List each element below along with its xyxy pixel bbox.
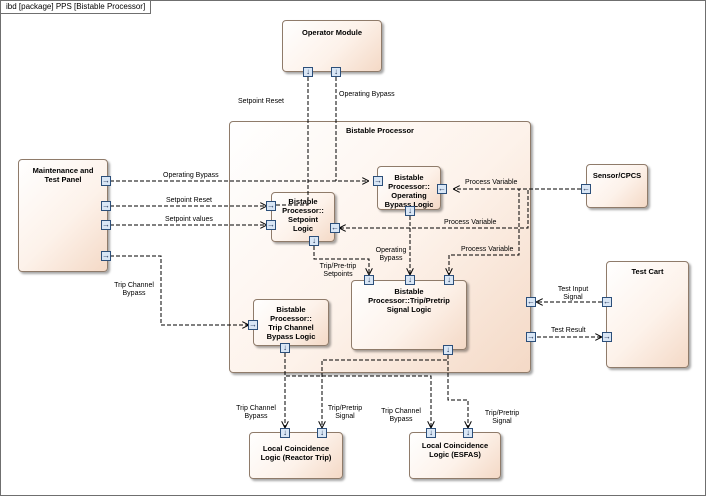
trip-channel-bypass-logic-title: Bistable Processor:: Trip Channel Bypass… <box>266 305 316 341</box>
setpoint-logic-title: Bistable Processor:: Setpoint Logic <box>282 197 324 233</box>
label-trip-channel-bypass-esfas: Trip Channel Bypass <box>381 408 421 423</box>
sensor-cpcs-title: Sensor/CPCS <box>592 171 642 180</box>
spl-port-setpoint-reset-in[interactable]: → <box>266 201 276 211</box>
label-setpoint-reset-left: Setpoint Reset <box>166 197 212 204</box>
lclrt-port-trip-channel-bypass[interactable]: ↓ <box>280 428 290 438</box>
setpoint-logic-part[interactable]: Bistable Processor:: Setpoint Logic <box>271 192 335 242</box>
label-trip-channel-bypass-left: Trip Channel Bypass <box>114 282 154 297</box>
op-operating-bypass-port[interactable]: ↓ <box>331 67 341 77</box>
label-setpoint-values: Setpoint values <box>165 216 213 223</box>
label-operating-bypass-top: Operating Bypass <box>339 91 395 98</box>
label-process-variable-2: Process Variable <box>444 219 497 226</box>
obl-port-process-variable-in[interactable]: ← <box>437 184 447 194</box>
label-operating-bypass-left: Operating Bypass <box>163 172 219 179</box>
tc-port-test-input-out[interactable]: ← <box>602 297 612 307</box>
obl-port-operating-bypass-in[interactable]: → <box>373 176 383 186</box>
lcl-reactor-trip-block[interactable]: Local Coincidence Logic (Reactor Trip) <box>249 432 343 479</box>
wire-setpoint-reset-op <box>266 77 309 206</box>
test-cart-title: Test Cart <box>631 267 664 276</box>
label-process-variable-3: Process Variable <box>461 246 514 253</box>
test-cart-block[interactable]: Test Cart <box>606 261 689 368</box>
wire-process-variable-3 <box>449 188 581 274</box>
label-operating-bypass-mid: Operating Bypass <box>375 247 407 262</box>
label-process-variable-1: Process Variable <box>465 179 518 186</box>
wire-trip-pretrip-setpoints <box>313 246 369 274</box>
tcbl-port-in[interactable]: → <box>248 320 258 330</box>
mtp-port-trip-channel-bypass[interactable]: → <box>101 251 111 261</box>
spl-port-setpoint-values-in[interactable]: → <box>266 220 276 230</box>
lcl-esfas-title: Local Coincidence Logic (ESFAS) <box>421 441 489 459</box>
wire-tp-to-esfas <box>447 355 468 427</box>
bp-port-test-result[interactable]: → <box>526 332 536 342</box>
lcl-reactor-trip-title: Local Coincidence Logic (Reactor Trip) <box>260 444 332 462</box>
bp-port-test-input[interactable]: ← <box>526 297 536 307</box>
bistable-processor-title: Bistable Processor <box>346 126 414 135</box>
lcles-port-trip-channel-bypass[interactable]: ↓ <box>426 428 436 438</box>
trip-pretrip-signal-logic-title: Bistable Processor::Trip/Pretrip Signal … <box>368 287 450 314</box>
wire-tcb-to-esfas <box>284 353 431 427</box>
maintenance-panel-block[interactable]: Maintenance and Test Panel <box>18 159 108 272</box>
operator-module-title: Operator Module <box>301 28 362 37</box>
lcl-esfas-block[interactable]: Local Coincidence Logic (ESFAS) <box>409 432 501 479</box>
obl-port-out[interactable]: ↓ <box>405 206 415 216</box>
tcbl-port-out[interactable]: ↓ <box>280 343 290 353</box>
tpl-port-process-variable-in[interactable]: ↓ <box>444 275 454 285</box>
label-trip-pretrip-signal-rt: Trip/Pretrip Signal <box>327 405 363 420</box>
maintenance-panel-title: Maintenance and Test Panel <box>32 166 94 184</box>
mtp-port-setpoint-reset[interactable]: → <box>101 201 111 211</box>
label-trip-pretrip-signal-esfas: Trip/Pretrip Signal <box>484 410 520 425</box>
trip-channel-bypass-logic-part[interactable]: Bistable Processor:: Trip Channel Bypass… <box>253 299 329 346</box>
tc-port-test-result-in[interactable]: → <box>602 332 612 342</box>
spl-port-process-variable-in[interactable]: ← <box>330 223 340 233</box>
sensor-cpcs-block[interactable]: Sensor/CPCS <box>586 164 648 208</box>
frame-label: ibd [package] PPS [Bistable Processor] <box>1 1 152 14</box>
label-test-result: Test Result <box>551 327 586 334</box>
label-trip-channel-bypass-rt: Trip Channel Bypass <box>236 405 276 420</box>
lcles-port-trip-pretrip[interactable]: ↓ <box>463 428 473 438</box>
sensor-port-out[interactable]: ← <box>581 184 591 194</box>
operating-bypass-logic-part[interactable]: Bistable Processor:: Operating Bypass Lo… <box>377 166 441 210</box>
tpl-port-setpoints-in[interactable]: ↓ <box>364 275 374 285</box>
operator-module-block[interactable]: Operator Module <box>282 20 382 72</box>
mtp-port-setpoint-values[interactable]: → <box>101 220 111 230</box>
trip-pretrip-signal-logic-part[interactable]: Bistable Processor::Trip/Pretrip Signal … <box>351 280 467 350</box>
label-setpoint-reset-top: Setpoint Reset <box>238 98 284 105</box>
mtp-port-operating-bypass[interactable]: → <box>101 176 111 186</box>
operating-bypass-logic-title: Bistable Processor:: Operating Bypass Lo… <box>384 173 434 209</box>
op-setpoint-reset-port[interactable]: ↓ <box>303 67 313 77</box>
label-trip-pretrip-setpoints: Trip/Pre-trip Setpoints <box>319 263 357 278</box>
wire-trip-channel-bypass-mtp <box>110 255 248 325</box>
tpl-port-out[interactable]: ↓ <box>443 345 453 355</box>
lclrt-port-trip-pretrip[interactable]: ↓ <box>317 428 327 438</box>
label-test-input-signal: Test Input Signal <box>557 286 589 301</box>
spl-port-out[interactable]: ↓ <box>309 236 319 246</box>
tpl-port-operating-bypass-in[interactable]: ↓ <box>405 275 415 285</box>
